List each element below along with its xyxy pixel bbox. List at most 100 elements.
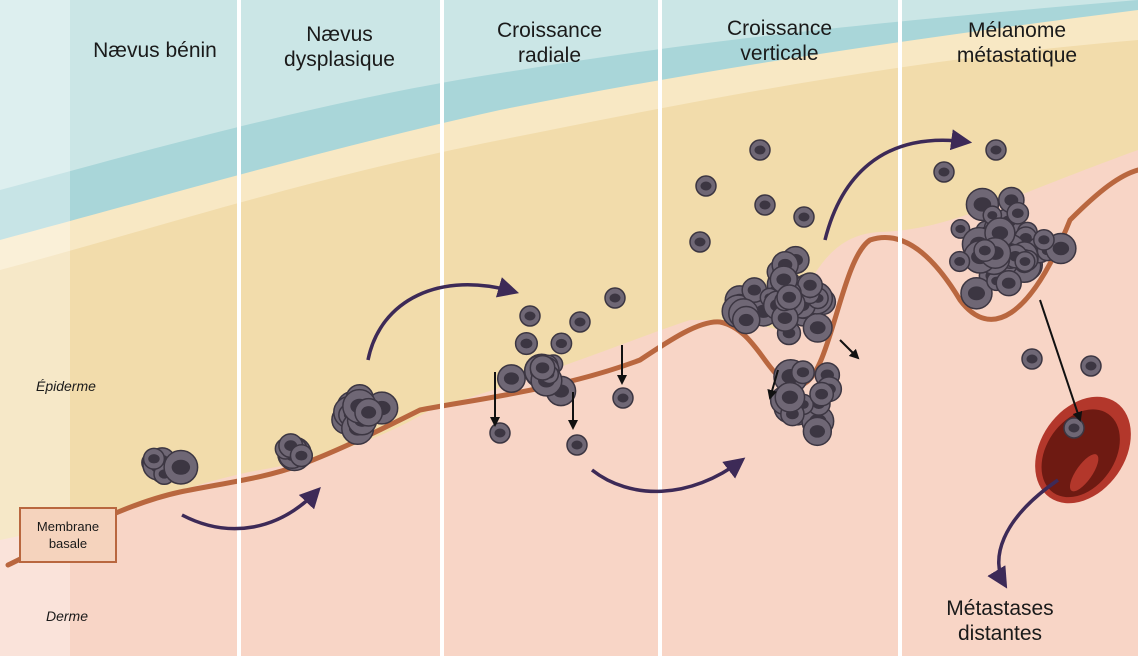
stage-title-benign-nevus: Nævus bénin bbox=[93, 39, 217, 62]
tumor-cell-5-10-nucleus bbox=[809, 425, 826, 438]
scattered-cell-6 bbox=[689, 231, 711, 253]
tumor-cell-6-37 bbox=[949, 250, 971, 273]
scattered-cell-14-nucleus bbox=[1026, 354, 1038, 364]
basement-membrane-line bbox=[5, 167, 1138, 568]
scattered-cell-8-nucleus bbox=[759, 200, 771, 210]
dermis-label: Derme bbox=[46, 608, 89, 624]
red-blood-cell bbox=[1069, 454, 1099, 492]
scattered-cell-8 bbox=[754, 194, 776, 216]
tumor-cell-5-12-nucleus bbox=[781, 390, 798, 404]
stage-title-dysplastic-nevus: Nævus dysplasique bbox=[284, 23, 395, 71]
scattered-cell-3 bbox=[604, 287, 626, 309]
tumor-cell-0-7-nucleus bbox=[171, 459, 191, 475]
tumor-cell-3-1-nucleus bbox=[503, 372, 519, 385]
scattered-cell-7-nucleus bbox=[700, 181, 712, 191]
tumor-cell-3-5 bbox=[514, 331, 539, 356]
tumor-cell-6-31-nucleus bbox=[1019, 257, 1031, 266]
tumor-cell-6-31 bbox=[1014, 250, 1036, 273]
scattered-cell-7 bbox=[695, 175, 717, 197]
scattered-cell-12-nucleus bbox=[938, 167, 950, 177]
tumor-cell-3-8-nucleus bbox=[555, 338, 567, 349]
stage-title-vertical-growth: Croissance verticale bbox=[726, 17, 833, 65]
progression-arrow-2 bbox=[366, 277, 520, 361]
scattered-cell-11 bbox=[985, 139, 1007, 161]
tumor-cell-4-30-nucleus bbox=[777, 312, 793, 324]
panel-divider-3 bbox=[658, 0, 662, 656]
tumor-cell-5-11-nucleus bbox=[796, 367, 810, 378]
tumor-cell-4-16-nucleus bbox=[747, 284, 761, 296]
tumor-cell-4-9 bbox=[802, 312, 833, 343]
invasion-arrow-3 bbox=[767, 369, 779, 400]
sky-band bbox=[0, 0, 1138, 190]
tumor-cell-2-15 bbox=[354, 397, 384, 427]
scattered-cell-12 bbox=[933, 161, 955, 183]
scattered-cell-5-nucleus bbox=[574, 317, 586, 327]
scattered-cell-5 bbox=[569, 311, 591, 333]
tumor-cell-4-33 bbox=[776, 284, 803, 311]
scattered-cell-6-nucleus bbox=[694, 237, 706, 247]
tumor-cell-4-9-nucleus bbox=[809, 321, 826, 335]
invasion-arrow-4 bbox=[839, 339, 860, 360]
tumor-cell-6-25-nucleus bbox=[987, 211, 998, 220]
tumor-cell-3-1 bbox=[496, 364, 526, 393]
scattered-cell-0 bbox=[489, 422, 511, 444]
tumor-cell-6-21 bbox=[950, 219, 971, 239]
tumor-cell-4-26-nucleus bbox=[803, 279, 817, 291]
tumor-cell-4-33-nucleus bbox=[782, 291, 796, 303]
progression-arrow-4 bbox=[823, 129, 973, 241]
progression-arrow-3 bbox=[590, 457, 746, 494]
tumor-cell-5-12 bbox=[774, 381, 806, 413]
tumor-cell-4-28 bbox=[731, 305, 761, 335]
tumor-cell-5-11 bbox=[790, 360, 815, 385]
tumor-cell-3-8 bbox=[550, 332, 573, 355]
scattered-cell-3-nucleus bbox=[609, 293, 621, 303]
scattered-cell-10 bbox=[749, 139, 771, 161]
basement-membrane-label: Membrane basale bbox=[19, 507, 117, 563]
tumor-cell-6-21-nucleus bbox=[955, 224, 966, 234]
scattered-cell-15-nucleus bbox=[1068, 423, 1080, 433]
panel-divider-2 bbox=[440, 0, 444, 656]
tumor-cell-6-39 bbox=[1006, 201, 1030, 225]
tumor-cell-4-32-nucleus bbox=[776, 273, 792, 286]
scattered-cell-2-nucleus bbox=[617, 393, 629, 403]
epidermis-label: Épiderme bbox=[36, 378, 96, 394]
tumor-cell-6-9-nucleus bbox=[967, 286, 986, 301]
blood-vessel bbox=[1035, 396, 1131, 504]
vessel-lumen bbox=[1041, 409, 1120, 498]
stage-title-radial-growth: Croissance radiale bbox=[496, 19, 603, 67]
tumor-cell-6-37-nucleus bbox=[954, 257, 966, 266]
tumor-cell-6-24-nucleus bbox=[1038, 235, 1050, 245]
scattered-cell-0-nucleus bbox=[494, 428, 506, 438]
stage-title-metastatic-melanoma: Mélanome métastatique bbox=[956, 19, 1078, 67]
tumor-cell-1-6-nucleus bbox=[295, 450, 308, 461]
intravasation-arrow bbox=[1039, 299, 1083, 422]
tumor-cell-0-6-nucleus bbox=[148, 454, 160, 464]
tumor-cell-6-38 bbox=[973, 238, 997, 263]
tumor-cell-6-20-nucleus bbox=[1052, 241, 1070, 256]
tumor-cell-3-13 bbox=[529, 354, 556, 381]
tumor-cell-6-9 bbox=[960, 277, 993, 310]
panel-divider-4 bbox=[898, 0, 902, 656]
tumor-cell-5-13-nucleus bbox=[815, 388, 829, 400]
tumor-cell-6-34-nucleus bbox=[991, 226, 1009, 240]
tumor-cell-3-13-nucleus bbox=[535, 362, 550, 374]
scattered-cell-1 bbox=[566, 434, 588, 456]
tumor-cell-0-6 bbox=[142, 447, 166, 470]
tumor-cell-6-36-nucleus bbox=[1001, 277, 1016, 289]
panel-divider-1 bbox=[237, 0, 241, 656]
scattered-cell-14 bbox=[1021, 348, 1043, 370]
tumor-cell-2-15-nucleus bbox=[361, 406, 377, 419]
tumor-cell-6-24 bbox=[1033, 228, 1055, 251]
tumor-cell-4-28-nucleus bbox=[738, 313, 754, 327]
tumor-cell-4-26 bbox=[797, 272, 823, 299]
scattered-cell-1-nucleus bbox=[571, 440, 583, 450]
tumor-cell-6-39-nucleus bbox=[1011, 208, 1024, 219]
scattered-cell-4-nucleus bbox=[524, 311, 536, 321]
scattered-cell-2 bbox=[612, 387, 634, 409]
tumor-cell-6-38-nucleus bbox=[978, 245, 991, 256]
tumor-cell-3-5-nucleus bbox=[520, 338, 533, 349]
scattered-cell-11-nucleus bbox=[990, 145, 1002, 155]
scattered-cell-4 bbox=[519, 305, 541, 327]
